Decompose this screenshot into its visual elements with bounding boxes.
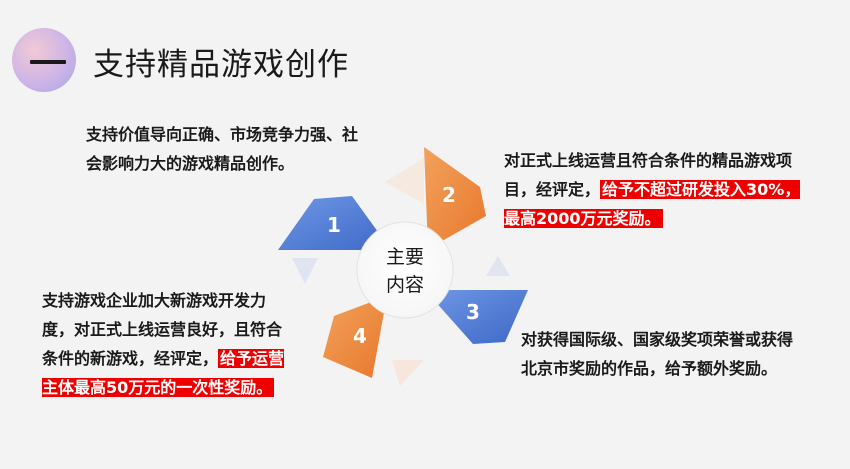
petal-2-number: 2 xyxy=(442,183,456,207)
petal-1 xyxy=(278,196,391,250)
block-4-text: 支持游戏企业加大新游戏开发力度，对正式上线运营良好，且符合条件的新游戏，经评定， xyxy=(42,291,283,368)
block-2-text: 对正式上线运营且符合条件的精品游戏项目，经评定， xyxy=(504,151,793,199)
petal-4 xyxy=(323,296,387,378)
center-label-line2: 内容 xyxy=(386,274,424,296)
block-1-text: 支持价值导向正确、市场竞争力强、社会影响力大的游戏精品创作。 xyxy=(86,125,359,173)
decor-triangle-left xyxy=(292,258,318,284)
content-block-1: 支持价值导向正确、市场竞争力强、社会影响力大的游戏精品创作。 xyxy=(86,120,358,178)
decor-triangle-top xyxy=(385,158,424,204)
block-3-text: 对获得国际级、国家级奖项荣誉或获得北京市奖励的作品，给予额外奖励。 xyxy=(521,330,794,378)
center-circle xyxy=(356,221,454,319)
page-title: 支持精品游戏创作 xyxy=(93,47,349,83)
petal-3 xyxy=(425,290,528,344)
decor-triangle-right xyxy=(486,256,510,276)
petal-2 xyxy=(424,147,486,249)
petal-3-number: 3 xyxy=(466,300,480,324)
petal-4-number: 4 xyxy=(353,324,367,348)
content-block-2: 对正式上线运营且符合条件的精品游戏项目，经评定，给予不超过研发投入30%，最高2… xyxy=(504,146,814,233)
decor-triangle-bottom xyxy=(392,360,424,386)
petal-1-number: 1 xyxy=(327,213,341,237)
center-label-line1: 主要 xyxy=(386,246,424,268)
content-block-3: 对获得国际级、国家级奖项荣誉或获得北京市奖励的作品，给予额外奖励。 xyxy=(521,325,806,383)
content-block-4: 支持游戏企业加大新游戏开发力度，对正式上线运营良好，且符合条件的新游戏，经评定，… xyxy=(42,286,294,402)
title-number-dash xyxy=(30,60,66,64)
